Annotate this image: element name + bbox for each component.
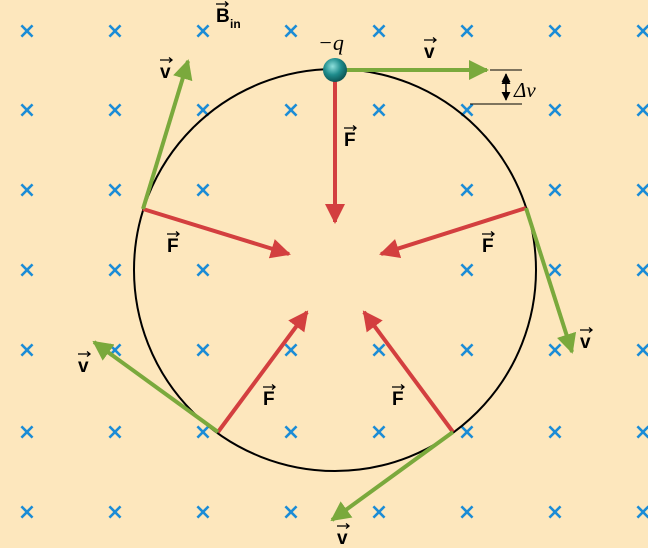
charge-label: −q (318, 30, 344, 55)
velocity-arrow-lower-left (92, 340, 220, 434)
field-marker-2-6: × (546, 178, 564, 203)
field-marker-1-4: × (370, 98, 388, 123)
field-marker-1-7: × (634, 98, 648, 123)
field-label: B (216, 6, 230, 27)
field-marker-5-7: × (634, 420, 648, 445)
field-marker-6-0: × (18, 500, 36, 525)
field-marker-1-1: × (106, 98, 124, 123)
field-marker-6-6: × (546, 500, 564, 525)
field-marker-1-0: × (18, 98, 36, 123)
field-marker-5-5: × (458, 420, 476, 445)
field-marker-5-1: × (106, 420, 124, 445)
velocity-arrow-upper-right (524, 207, 577, 354)
vector-mark-12 (392, 384, 406, 390)
field-marker-3-6: × (546, 258, 564, 283)
vector-mark-2 (424, 37, 438, 43)
force-label-lower-left: F (263, 389, 275, 410)
field-marker-4-6: × (546, 338, 564, 363)
velocity-labels: v v v v v (78, 42, 591, 548)
delta-v-label: Δv (513, 78, 536, 102)
field-marker-4-7: × (634, 338, 648, 363)
field-marker-5-0: × (18, 420, 36, 445)
force-labels: F F F F F (167, 130, 494, 410)
field-marker-4-0: × (18, 338, 36, 363)
magnetic-field-markers: × × × × × × × × × × × × × × × × × × × × × × × × × × × × × × × × × × × × × × × ×… (18, 19, 648, 525)
field-marker-2-0: × (18, 178, 36, 203)
field-marker-4-5: × (458, 338, 476, 363)
field-marker-0-0: × (18, 19, 36, 44)
field-marker-3-2: × (194, 258, 212, 283)
field-marker-0-5: × (458, 19, 476, 44)
vector-mark-0 (216, 1, 230, 7)
vector-mark-6 (337, 523, 351, 529)
force-label-top: F (344, 130, 356, 151)
field-marker-6-7: × (634, 500, 648, 525)
vector-arrow-marks (78, 1, 594, 529)
field-marker-3-1: × (106, 258, 124, 283)
field-marker-3-0: × (18, 258, 36, 283)
force-arrow-lower-right (362, 310, 455, 434)
field-marker-6-3: × (282, 500, 300, 525)
force-arrow-upper-left (142, 207, 291, 259)
field-marker-0-7: × (634, 19, 648, 44)
field-marker-2-1: × (106, 178, 124, 203)
field-marker-1-6: × (546, 98, 564, 123)
field-marker-0-6: × (546, 19, 564, 44)
field-marker-5-3: × (282, 420, 300, 445)
force-arrow-lower-left (216, 310, 309, 434)
velocity-arrow-upper-left (141, 59, 193, 210)
vector-mark-4 (580, 327, 594, 333)
velocity-arrow-lower-right (330, 430, 455, 522)
vector-mark-8 (344, 125, 358, 131)
field-marker-2-2: × (194, 178, 212, 203)
field-marker-5-4: × (370, 420, 388, 445)
field-marker-4-4: × (370, 338, 388, 363)
force-arrow-upper-right (379, 206, 527, 259)
field-marker-2-5: × (458, 178, 476, 203)
field-marker-3-5: × (458, 258, 476, 283)
field-marker-0-4: × (370, 19, 388, 44)
force-label-lower-right: F (392, 389, 404, 410)
field-marker-6-2: × (194, 500, 212, 525)
vector-mark-11 (263, 384, 277, 390)
field-marker-4-2: × (194, 338, 212, 363)
velocity-arrows (92, 59, 577, 522)
velocity-label-upper-right: v (580, 332, 591, 353)
force-arrows (142, 78, 527, 434)
velocity-label-top: v (424, 42, 435, 63)
field-marker-6-5: × (458, 500, 476, 525)
vector-mark-9 (167, 231, 181, 237)
negative-charge (323, 58, 347, 82)
field-marker-0-2: × (194, 19, 212, 44)
field-marker-5-6: × (546, 420, 564, 445)
field-marker-6-4: × (370, 500, 388, 525)
field-marker-3-7: × (634, 258, 648, 283)
field-marker-0-3: × (282, 19, 300, 44)
field-marker-0-1: × (106, 19, 124, 44)
vector-mark-3 (160, 57, 174, 63)
field-marker-6-1: × (106, 500, 124, 525)
delta-v-indicator (470, 69, 522, 105)
vector-mark-10 (482, 231, 496, 237)
field-marker-1-2: × (194, 98, 212, 123)
velocity-label-lower-right: v (337, 528, 348, 548)
force-label-upper-right: F (482, 236, 494, 257)
field-subscript: in (230, 17, 241, 31)
field-marker-1-3: × (282, 98, 300, 123)
velocity-label-lower-left: v (78, 356, 89, 377)
field-marker-2-7: × (634, 178, 648, 203)
force-label-upper-left: F (167, 236, 179, 257)
field-marker-4-3: × (282, 338, 300, 363)
velocity-label-upper-left: v (160, 62, 171, 83)
vector-mark-5 (78, 351, 92, 357)
